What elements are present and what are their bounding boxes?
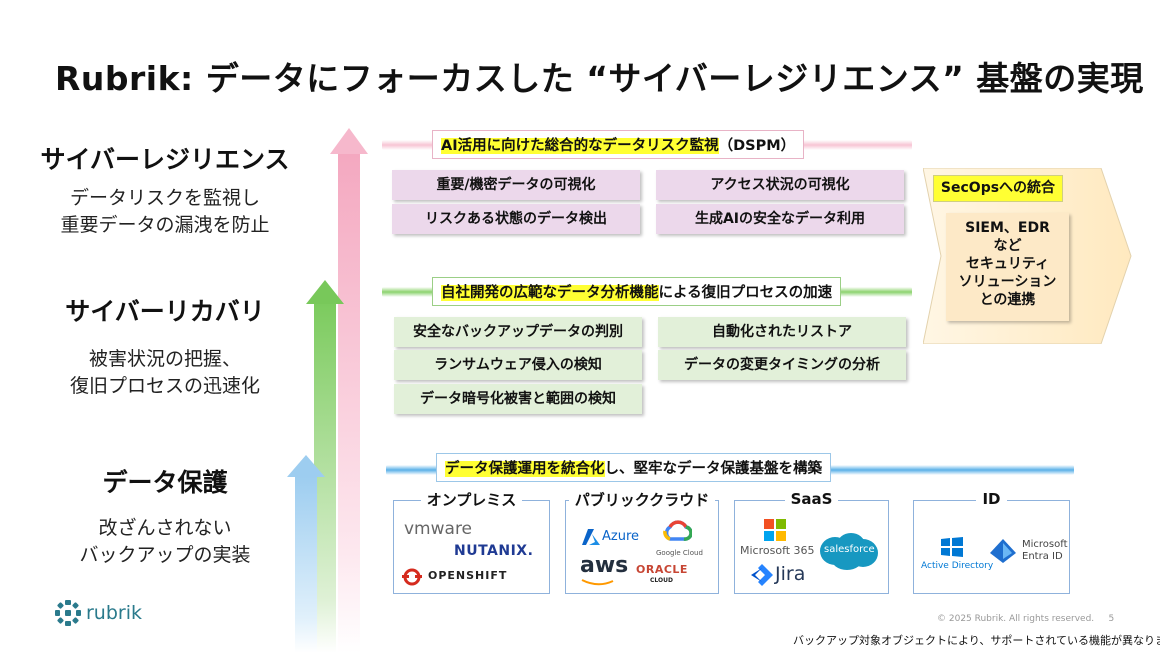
platform-saas: SaaS Microsoft 365 salesforce Jira xyxy=(734,490,889,594)
rubrik-logo-icon xyxy=(55,600,81,626)
azure-logo: Azure xyxy=(602,529,640,544)
recovery-title-highlight: 自社開発の広範なデータ分析機能 xyxy=(441,285,659,301)
dspm-item: アクセス状況の可視化 xyxy=(656,170,904,200)
protection-arrow xyxy=(287,455,325,653)
recovery-item: 自動化されたリストア xyxy=(658,317,906,347)
platform-onprem: オンプレミス vmware NUTANIX. OPENSHIFT xyxy=(393,491,550,594)
jira-icon xyxy=(751,564,773,586)
salesforce-logo: salesforce xyxy=(824,544,875,555)
recovery-title-rest: による復旧プロセスの加速 xyxy=(658,285,833,301)
openshift-icon xyxy=(402,568,422,586)
entra-id-logo: Entra ID xyxy=(1022,551,1063,562)
secops-box: SIEM、EDR など セキュリティ ソリューション との連携 xyxy=(946,213,1069,321)
oracle-logo: ORACLE xyxy=(636,563,688,576)
active-directory-logo: Active Directory xyxy=(921,561,994,571)
secops-line: など xyxy=(993,238,1022,254)
google-cloud-logo: Google Cloud xyxy=(656,549,703,557)
platform-id: ID Active Directory Microsoft Entra ID xyxy=(913,490,1070,594)
jira-logo: Jira xyxy=(775,563,806,585)
level-heading-protection: データ保護 xyxy=(102,468,228,497)
dspm-item: 生成AIの安全なデータ利用 xyxy=(656,204,904,234)
level-desc-protection-2: バックアップの実装 xyxy=(79,544,251,566)
level-desc-resilience-1: データリスクを監視し xyxy=(69,187,260,209)
level-desc-resilience-2: 重要データの漏洩を防止 xyxy=(60,214,270,236)
level-heading-resilience: サイバーレジリエンス xyxy=(40,145,290,174)
page-number: 5 xyxy=(1108,614,1115,624)
resilience-arrow xyxy=(330,128,368,653)
slide-title: Rubrik: データにフォーカスした “サイバーレジリエンス” 基盤の実現 xyxy=(55,59,1144,98)
secops-line: セキュリティ xyxy=(965,256,1050,272)
recovery-item: データの変更タイミングの分析 xyxy=(658,350,906,380)
recovery-item: ランサムウェア侵入の検知 xyxy=(394,350,642,380)
level-desc-recovery-1: 被害状況の把握、 xyxy=(88,348,241,370)
recovery-item: データ暗号化被害と範囲の検知 xyxy=(394,384,642,414)
aws-logo: aws xyxy=(580,553,629,578)
openshift-logo: OPENSHIFT xyxy=(428,569,508,582)
vmware-logo: vmware xyxy=(404,519,473,539)
platform-cloud-label: パブリッククラウド xyxy=(568,491,716,509)
recovery-arrow xyxy=(306,280,344,653)
platform-onprem-label: オンプレミス xyxy=(420,491,523,509)
microsoft-logo: Microsoft xyxy=(1022,539,1068,550)
nutanix-logo: NUTANIX. xyxy=(454,543,534,559)
protection-title-highlight: データ保護運用を統合化 xyxy=(445,461,605,477)
level-desc-protection-1: 改ざんされない xyxy=(98,517,232,539)
footer-copyright: © 2025 Rubrik. All rights reserved. 5 xyxy=(937,614,1114,624)
microsoft-icon xyxy=(764,519,786,541)
platform-id-label: ID xyxy=(976,490,1007,508)
rubrik-brand-text: rubrik xyxy=(86,602,143,624)
protection-title-rest: し、堅牢なデータ保護基盤を構築 xyxy=(604,461,823,477)
dspm-title-highlight: AI活用に向けた総合的なデータリスク監視 xyxy=(441,138,719,154)
recovery-item: 安全なバックアップデータの判別 xyxy=(394,317,642,347)
level-desc-recovery-2: 復旧プロセスの迅速化 xyxy=(69,375,260,397)
recovery-title: 自社開発の広範なデータ分析機能による復旧プロセスの加速 xyxy=(432,277,842,306)
dspm-title: AI活用に向けた総合的なデータリスク監視（DSPM） xyxy=(432,130,805,159)
aws-smile-icon xyxy=(581,579,614,586)
footer-note: バックアップ対象オブジェクトにより、サポートされている機能が異なります xyxy=(793,634,1160,647)
dspm-item: 重要/機密データの可視化 xyxy=(392,170,640,200)
secops-line: SIEM、EDR xyxy=(965,220,1050,236)
google-cloud-icon xyxy=(663,520,692,541)
copyright-text: © 2025 Rubrik. All rights reserved. xyxy=(937,614,1095,624)
rubrik-brand: rubrik xyxy=(55,600,142,630)
secops-line: との連携 xyxy=(979,292,1036,308)
secops-line: ソリューション xyxy=(958,274,1057,290)
protection-title: データ保護運用を統合化し、堅牢なデータ保護基盤を構築 xyxy=(436,453,831,482)
windows-icon xyxy=(941,537,963,557)
dspm-item: リスクある状態のデータ検出 xyxy=(392,204,640,234)
dspm-title-rest: （DSPM） xyxy=(718,138,796,154)
azure-icon xyxy=(582,529,600,545)
platform-saas-label: SaaS xyxy=(784,490,839,508)
secops-title: SecOpsへの統合 xyxy=(933,175,1063,202)
salesforce-cloud-icon xyxy=(820,533,878,570)
microsoft365-logo: Microsoft 365 xyxy=(740,544,815,557)
oracle-cloud-logo: CLOUD xyxy=(650,577,673,584)
platform-cloud: パブリッククラウド Azure Google Cloud aws ORACLE … xyxy=(565,491,719,594)
entra-id-icon xyxy=(990,539,1016,563)
level-heading-recovery: サイバーリカバリ xyxy=(65,297,265,326)
